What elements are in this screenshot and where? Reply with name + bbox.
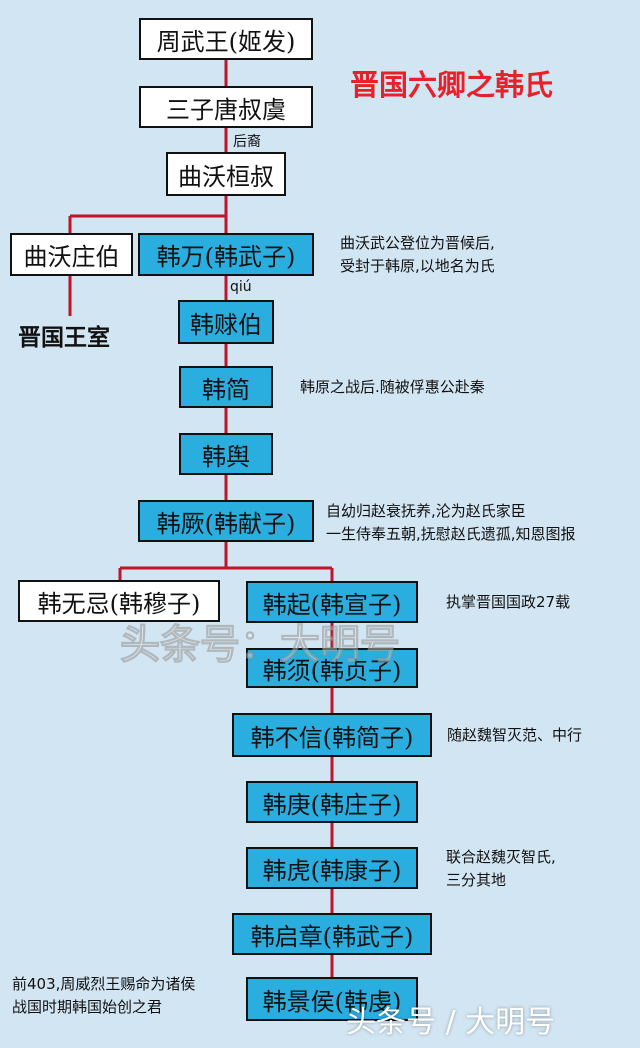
note-han-hu-line-2: 三分其地 — [446, 871, 507, 889]
node-zhou-wu-wang: 周武王(姬发) — [139, 18, 313, 60]
note-han-wan-line-1: 曲沃武公登位为晋候后, — [340, 234, 495, 252]
note-han-wan: 曲沃武公登位为晋候后, 受封于韩原,以地名为氏 — [340, 232, 495, 278]
node-han-hu: 韩虎(韩康子) — [246, 847, 418, 889]
node-han-qiubo: 韩赇伯 — [178, 300, 274, 344]
node-tang-shu-yu: 三子唐叔虞 — [139, 86, 313, 128]
node-han-qizhang: 韩启章(韩武子) — [232, 913, 432, 955]
note-han-wan-line-2: 受封于韩原,以地名为氏 — [340, 257, 495, 275]
note-han-jinghou-line-2: 战国时期韩国始创之君 — [12, 998, 163, 1016]
note-han-jue-line-2: 一生侍奉五朝,抚慰赵氏遗孤,知恩图报 — [326, 525, 576, 543]
node-quwo-huanshu: 曲沃桓叔 — [166, 152, 286, 196]
node-han-wan: 韩万(韩武子) — [138, 233, 314, 276]
note-han-jue: 自幼归赵衰抚养,沦为赵氏家臣 一生侍奉五朝,抚慰赵氏遗孤,知恩图报 — [326, 500, 576, 546]
node-han-jue: 韩厥(韩献子) — [138, 500, 314, 542]
note-han-jian: 韩原之战后.随被俘惠公赴秦 — [300, 378, 485, 396]
node-han-buxin: 韩不信(韩简子) — [232, 713, 432, 757]
note-han-jinghou-line-1: 前403,周威烈王赐命为诸侯 — [12, 975, 196, 993]
note-han-jue-line-1: 自幼归赵衰抚养,沦为赵氏家臣 — [326, 502, 526, 520]
node-han-wuji: 韩无忌(韩穆子) — [18, 580, 220, 622]
node-han-xu: 韩须(韩贞子) — [246, 648, 418, 688]
watermark-bottom: 头条号 / 大明号 — [346, 1005, 556, 1040]
node-han-qi: 韩起(韩宣子) — [246, 581, 418, 623]
chart-title: 晋国六卿之韩氏 — [350, 68, 554, 102]
label-jin-royal-house: 晋国王室 — [18, 325, 110, 351]
note-han-buxin: 随赵魏智灭范、中行 — [447, 726, 583, 744]
node-han-jinghou: 韩景侯(韩虔) — [246, 977, 418, 1021]
note-han-hu: 联合赵魏灭智氏, 三分其地 — [446, 846, 556, 892]
note-han-hu-line-1: 联合赵魏灭智氏, — [446, 848, 556, 866]
note-han-jinghou: 前403,周威烈王赐命为诸侯 战国时期韩国始创之君 — [12, 973, 195, 1019]
label-houyi: 后裔 — [233, 134, 261, 150]
node-quwo-zhuangbo: 曲沃庄伯 — [10, 233, 133, 276]
node-han-jian: 韩简 — [179, 366, 273, 408]
note-han-qi: 执掌晋国国政27载 — [446, 593, 571, 611]
label-qiu-pinyin: qiú — [230, 279, 252, 295]
node-han-geng: 韩庚(韩庄子) — [246, 781, 418, 823]
node-han-yu: 韩舆 — [179, 433, 273, 475]
watermark-middle: 头条号：大明号 — [120, 622, 401, 669]
